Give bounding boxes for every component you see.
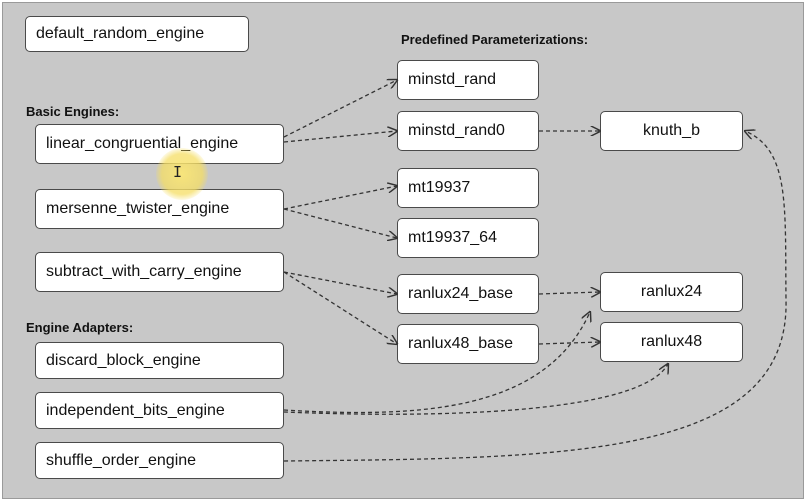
node-ranlux48-base[interactable]: ranlux48_base xyxy=(397,324,539,364)
node-mersenne-twister-engine[interactable]: mersenne_twister_engine xyxy=(35,189,284,229)
node-subtract-with-carry-engine[interactable]: subtract_with_carry_engine xyxy=(35,252,284,292)
node-mt19937-64[interactable]: mt19937_64 xyxy=(397,218,539,258)
node-default-random-engine[interactable]: default_random_engine xyxy=(25,16,249,52)
heading-basic-engines: Basic Engines: xyxy=(26,104,120,119)
node-ranlux24[interactable]: ranlux24 xyxy=(600,272,743,312)
node-independent-bits-engine[interactable]: independent_bits_engine xyxy=(35,392,284,429)
node-ranlux48[interactable]: ranlux48 xyxy=(600,322,743,362)
node-minstd-rand0[interactable]: minstd_rand0 xyxy=(397,111,539,151)
node-linear-congruential-engine[interactable]: linear_congruential_engine xyxy=(35,124,284,164)
node-ranlux24-base[interactable]: ranlux24_base xyxy=(397,274,539,314)
node-mt19937[interactable]: mt19937 xyxy=(397,168,539,208)
cursor-highlight xyxy=(156,148,208,200)
heading-engine-adapters: Engine Adapters: xyxy=(26,320,134,335)
text-cursor-icon: I xyxy=(173,163,183,181)
heading-predefined-parameterizations: Predefined Parameterizations: xyxy=(401,32,589,47)
node-discard-block-engine[interactable]: discard_block_engine xyxy=(35,342,284,379)
node-knuth-b[interactable]: knuth_b xyxy=(600,111,743,151)
node-shuffle-order-engine[interactable]: shuffle_order_engine xyxy=(35,442,284,479)
node-minstd-rand[interactable]: minstd_rand xyxy=(397,60,539,100)
